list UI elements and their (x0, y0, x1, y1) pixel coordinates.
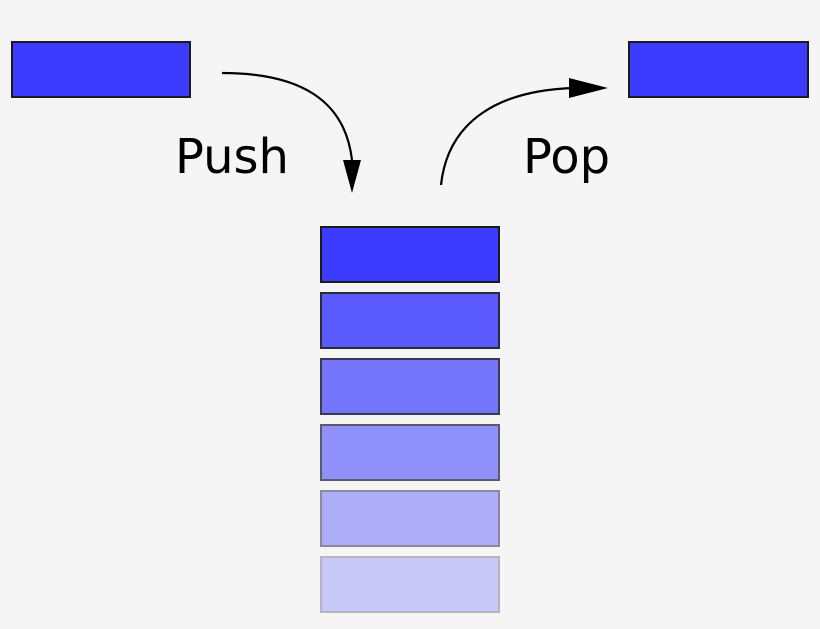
pop-label: Pop (523, 129, 610, 185)
push-label: Push (175, 129, 289, 185)
stack-item-3 (320, 358, 500, 415)
incoming-element (11, 41, 191, 98)
stack-item-5 (320, 490, 500, 547)
stack-item-6 (320, 556, 500, 613)
pop-arrow (439, 78, 608, 186)
stack (320, 226, 500, 613)
stack-item-4 (320, 424, 500, 481)
stack-item-1 (320, 226, 500, 283)
stack-item-2 (320, 292, 500, 349)
push-arrow (221, 71, 361, 193)
outgoing-element (628, 41, 809, 98)
